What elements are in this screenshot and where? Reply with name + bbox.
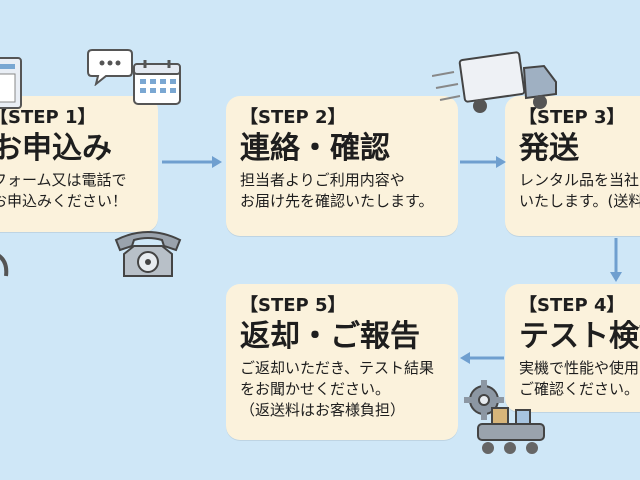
arrow-step3-to-step4 xyxy=(610,238,622,282)
step-5-card: 【STEP 5】 返却・ご報告 ご返却いただき、テスト結果 をお聞かせください。… xyxy=(226,284,458,440)
calendar-icon xyxy=(133,60,181,105)
step-1-title: お申込み xyxy=(0,131,112,166)
step-3-description: レンタル品を当社 いたします。(送料は xyxy=(519,171,640,210)
delivery-truck-icon xyxy=(432,51,557,113)
arrow-step2-to-step3 xyxy=(460,156,506,168)
telephone-icon xyxy=(114,231,182,277)
step-4-description: 実機で性能や使用 ご確認ください。 xyxy=(519,359,640,398)
step-4-card: 【STEP 4】 テスト検証 実機で性能や使用 ご確認ください。 xyxy=(505,284,640,412)
step-4-label: 【STEP 4】 xyxy=(519,295,625,316)
arrow-step1-to-step2 xyxy=(162,156,222,168)
step-1-card: 【STEP 1】 お申込み フォーム又は電話で お申込みください！ xyxy=(0,96,158,232)
step-2-description: 担当者よりご利用内容や お届け先を確認いたします。 xyxy=(240,171,434,210)
step-1-description: フォーム又は電話で お申込みください！ xyxy=(0,171,128,210)
arrow-step4-to-step5 xyxy=(460,352,504,364)
phone-handset-icon xyxy=(0,254,9,277)
step-5-label: 【STEP 5】 xyxy=(240,295,346,316)
step-3-card: 【STEP 3】 発送 レンタル品を当社 いたします。(送料は xyxy=(505,96,640,236)
step-3-label: 【STEP 3】 xyxy=(519,107,625,128)
browser-window-icon xyxy=(0,57,22,109)
step-5-description: ご返却いただき、テスト結果 をお聞かせください。 （返送料はお客様負担） xyxy=(240,359,434,419)
step-5-title: 返却・ご報告 xyxy=(240,319,420,354)
step-2-card: 【STEP 2】 連絡・確認 担当者よりご利用内容や お届け先を確認いたします。 xyxy=(226,96,458,236)
step-4-title: テスト検証 xyxy=(519,319,640,354)
step-1-label: 【STEP 1】 xyxy=(0,107,96,128)
step-2-label: 【STEP 2】 xyxy=(240,107,346,128)
chat-bubble-icon xyxy=(87,49,133,86)
factory-gear-icon xyxy=(464,380,545,454)
step-3-title: 発送 xyxy=(519,131,579,166)
step-2-title: 連絡・確認 xyxy=(240,131,390,166)
